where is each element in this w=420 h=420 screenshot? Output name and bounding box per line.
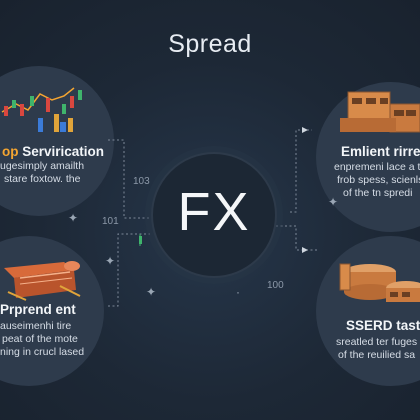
connector-top-right: [290, 129, 312, 213]
node-top-left-line: ugesimply amailth: [0, 160, 85, 172]
arrow-head-bottom-right: [302, 247, 308, 253]
axis-number: 100: [267, 280, 284, 291]
axis-number: 101: [102, 216, 119, 227]
node-bottom-left-line: ning in crucl lased: [0, 346, 85, 358]
node-top-right-line: enpremeni lace a t: [334, 161, 420, 173]
node-top-right-line: frob spess, scienls: [337, 174, 420, 186]
node-bottom-left-line: auseimenhi tire: [0, 320, 72, 332]
sparkle-icon: ✦: [328, 195, 339, 209]
center-hub: [151, 152, 277, 278]
top-right-blocks-illustration: [340, 91, 420, 133]
center-label: FX: [177, 182, 251, 242]
connector-bottom-left: [108, 233, 150, 307]
node-top-left-heading-text: Servirication: [18, 144, 105, 159]
node-bottom-right-line: sreatled ter fuges: [336, 336, 418, 348]
bottom-left-scroll-illustration: [4, 261, 81, 301]
node-bottom-right-heading: SSERD tast: [346, 318, 420, 333]
node-bottom-left-line: peat of the mote: [2, 333, 78, 345]
node-top-right-heading: Emlient rirre l: [341, 144, 420, 159]
node-top-left-line: stare foxtow. the: [4, 173, 81, 185]
node-bottom-left-heading: Prprend ent: [0, 302, 76, 317]
connector-arrows: [302, 127, 308, 253]
sparkle-icon: ·: [236, 285, 240, 299]
sparkle-icon: ✦: [105, 254, 116, 268]
bottom-right-disks-illustration: [339, 263, 420, 302]
axis-number: 103: [133, 176, 150, 187]
node-top-left-heading-accent: op: [2, 144, 19, 159]
node-bottom-right-line: of the reuilied sa: [338, 349, 416, 361]
connector-bottom-right: [276, 225, 318, 251]
sparkle-icon: ✦: [146, 285, 157, 299]
arrow-head-top-right: [302, 127, 308, 133]
sparkle-icon: ✦: [68, 211, 79, 225]
diagram-title: Spread: [168, 30, 252, 58]
connector-top-left: [108, 139, 150, 219]
node-top-right-line: of the tn spredi: [343, 187, 413, 199]
node-top-left-heading: op Servirication: [2, 144, 104, 159]
top-left-chart-illustration: [1, 87, 82, 132]
